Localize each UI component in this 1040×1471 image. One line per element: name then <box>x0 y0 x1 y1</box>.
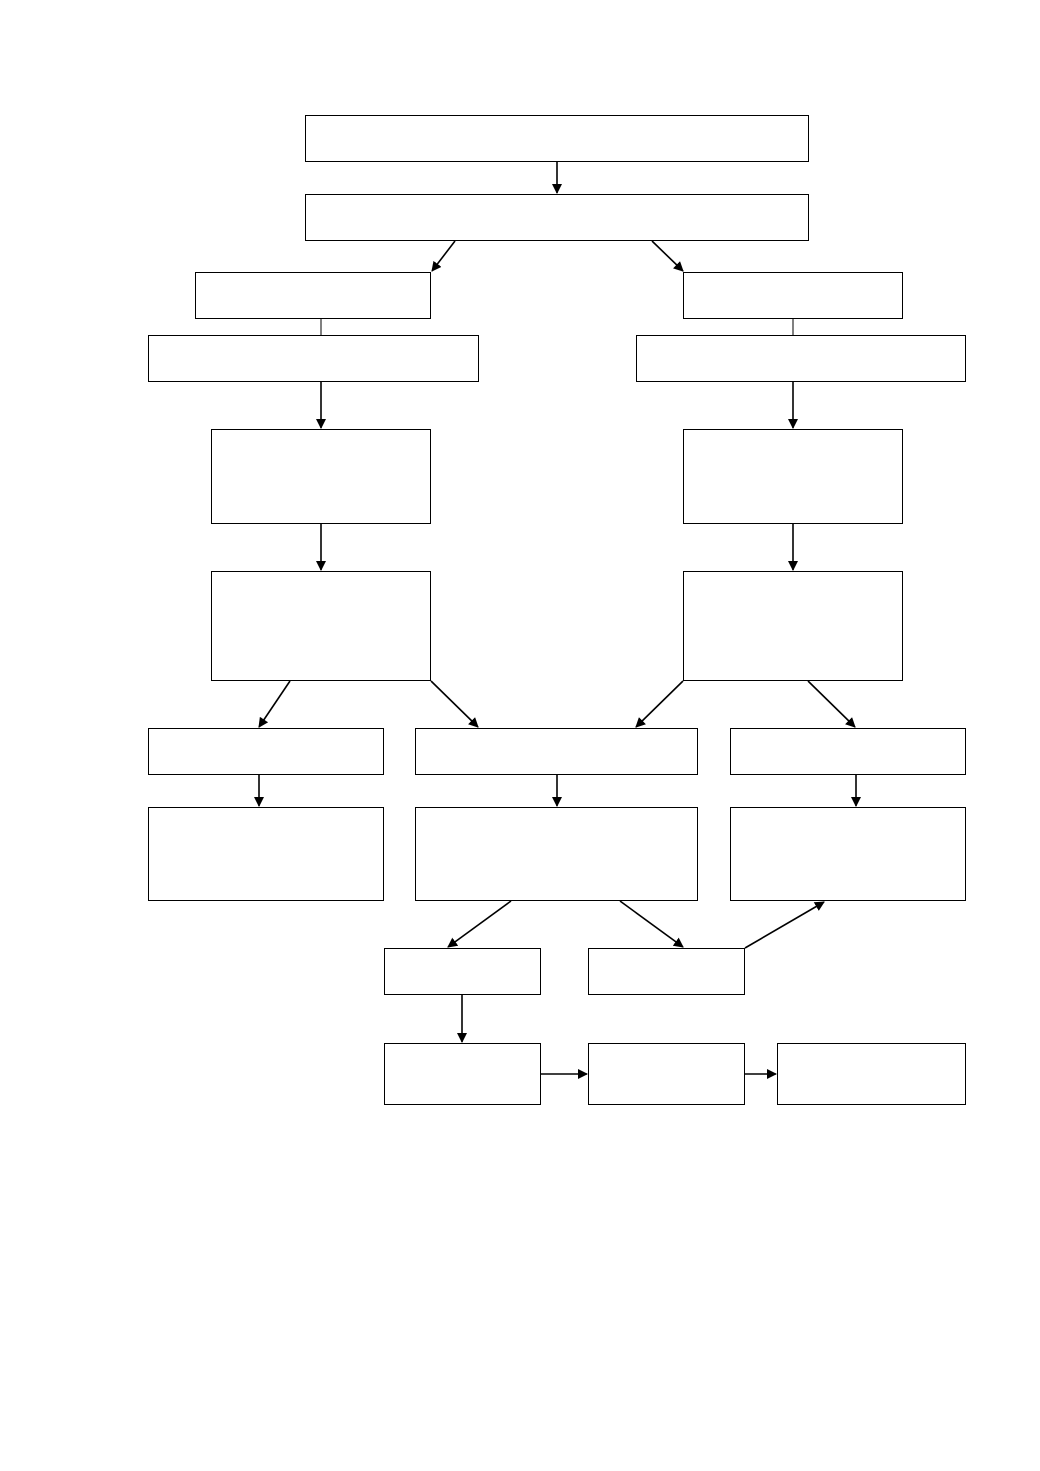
row-center-box <box>415 728 698 775</box>
row-left-box <box>148 728 384 775</box>
bottom-box-1 <box>384 1043 541 1105</box>
connector-lower-center-to-small-left <box>447 900 512 948</box>
bottom-box-2 <box>588 1043 745 1105</box>
small-right-box <box>588 948 745 995</box>
connector-right-mid-2-to-row-center <box>635 680 684 728</box>
row-right-box <box>730 728 966 775</box>
left-wide-box <box>148 335 479 382</box>
connector-small-right-to-lower-right <box>744 901 825 949</box>
lower-center-box <box>415 807 698 901</box>
lower-right-box <box>730 807 966 901</box>
second-box <box>305 194 809 241</box>
right-mid-box-2 <box>683 571 903 681</box>
connector-right-mid-2-to-row-right <box>807 680 856 728</box>
right-branch-box <box>683 272 903 319</box>
small-left-box <box>384 948 541 995</box>
connector-second-to-right-branch <box>651 240 684 272</box>
right-wide-box <box>636 335 966 382</box>
bottom-box-3 <box>777 1043 966 1105</box>
left-mid-box-2 <box>211 571 431 681</box>
right-mid-box-1 <box>683 429 903 524</box>
connector-arrows <box>254 162 861 1079</box>
left-mid-box-1 <box>211 429 431 524</box>
connector-left-mid-2-to-row-left <box>258 680 291 728</box>
connector-left-mid-2-to-row-center <box>430 680 479 728</box>
top-box <box>305 115 809 162</box>
connector-lower-center-to-small-right <box>619 900 684 948</box>
lower-left-box <box>148 807 384 901</box>
connector-second-to-left-branch <box>431 240 456 272</box>
left-branch-box <box>195 272 431 319</box>
